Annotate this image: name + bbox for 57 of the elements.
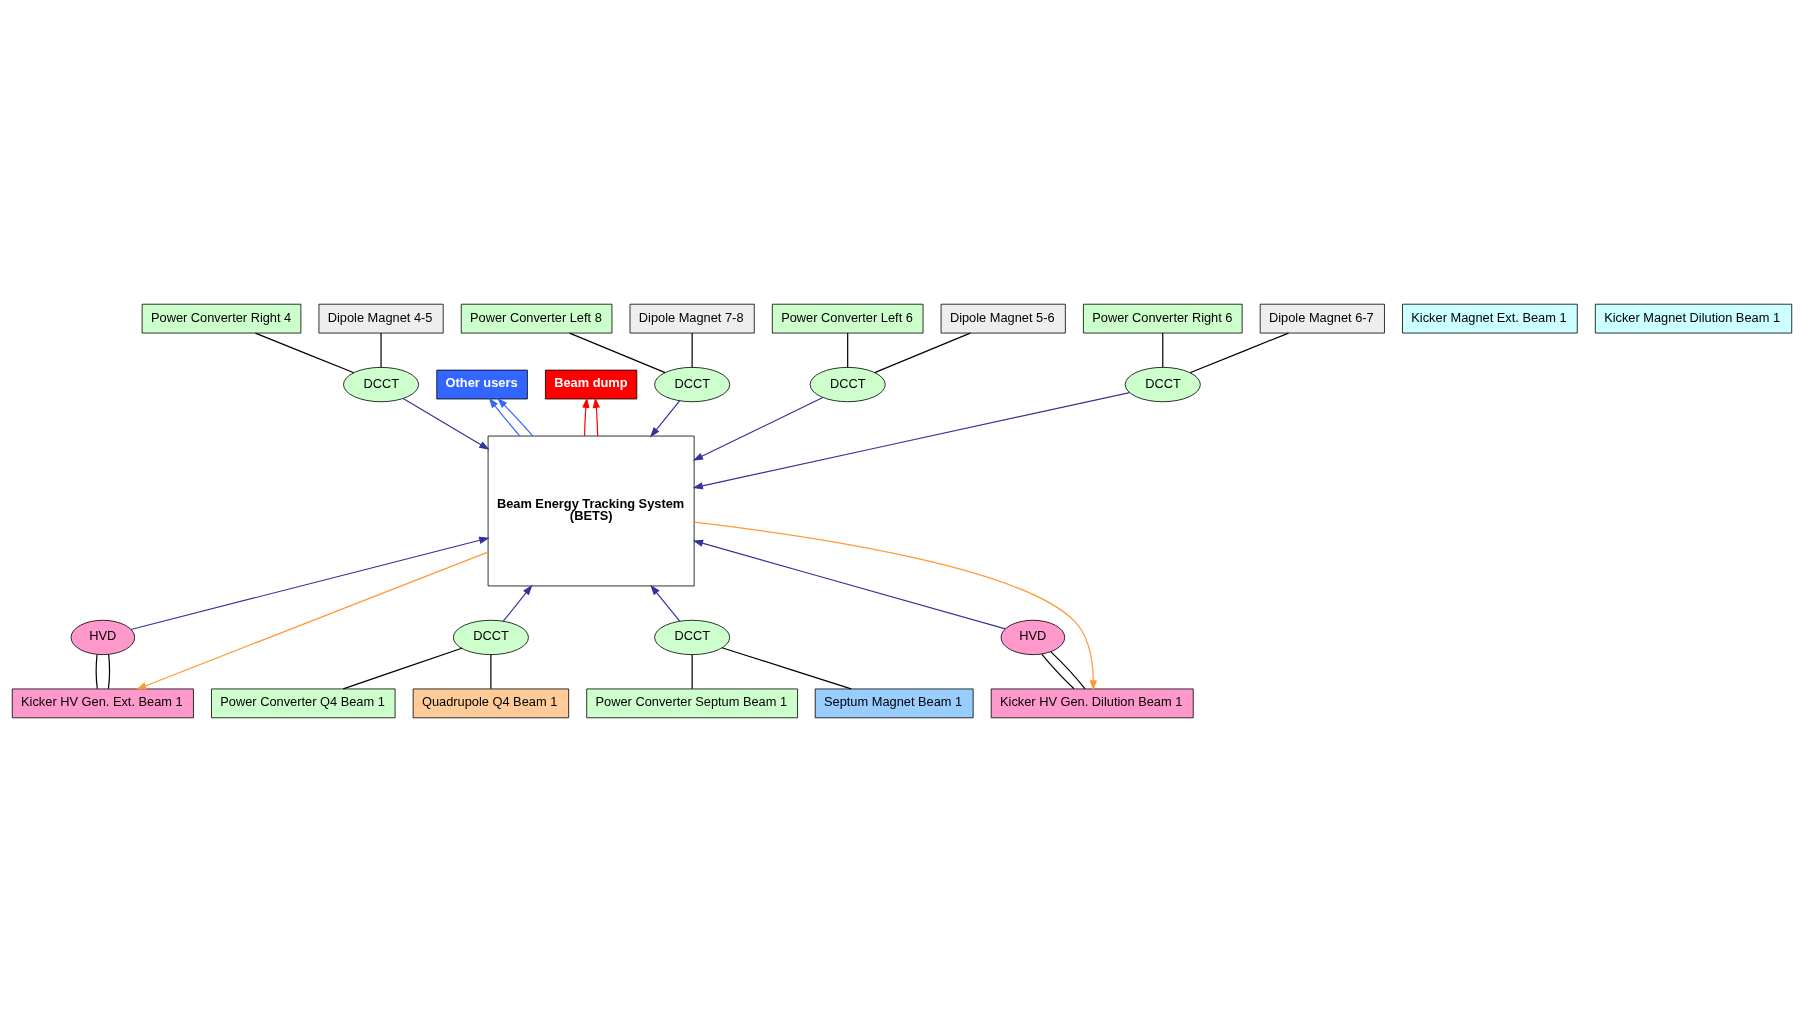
connector xyxy=(95,653,98,689)
node-box: Power Converter Left 6 xyxy=(771,303,924,333)
node-box: Power Converter Q4 Beam 1 xyxy=(211,688,396,718)
arrow xyxy=(136,551,489,690)
node-box: Kicker HV Gen. Ext. Beam 1 xyxy=(11,688,194,718)
node-box: Power Converter Septum Beam 1 xyxy=(586,688,798,718)
node-box: Kicker Magnet Dilution Beam 1 xyxy=(1594,303,1793,333)
node-ellipse: DCCT xyxy=(452,619,529,655)
connector xyxy=(691,331,693,368)
node-ellipse: DCCT xyxy=(1124,366,1201,402)
connector xyxy=(569,331,666,373)
node-box: Dipole Magnet 4-5 xyxy=(318,303,444,333)
connector xyxy=(254,331,355,373)
connector xyxy=(380,331,382,368)
arrow xyxy=(130,536,490,630)
arrow xyxy=(692,396,824,461)
arrow xyxy=(650,399,681,437)
node-box: Dipole Magnet 7-8 xyxy=(629,303,755,333)
connector xyxy=(1189,331,1290,373)
arrow xyxy=(592,396,600,436)
connector xyxy=(490,653,492,689)
node-ellipse: HVD xyxy=(70,619,136,655)
node-box: Dipole Magnet 6-7 xyxy=(1259,303,1385,333)
node-ellipse: DCCT xyxy=(343,366,419,402)
connector xyxy=(1162,331,1164,368)
node-box: Power Converter Right 6 xyxy=(1083,303,1243,333)
arrow xyxy=(582,396,590,436)
connector xyxy=(1041,653,1075,689)
connector xyxy=(342,647,463,689)
connector xyxy=(874,331,971,373)
arrow xyxy=(502,584,533,622)
node-ellipse: HVD xyxy=(1000,619,1066,655)
connector xyxy=(107,653,111,689)
arrow xyxy=(692,539,1006,629)
arrow xyxy=(650,584,681,622)
arrow xyxy=(488,397,521,436)
arrow xyxy=(692,391,1131,489)
node-ellipse: DCCT xyxy=(654,619,731,655)
arrow xyxy=(497,397,534,436)
node-box: Kicker Magnet Ext. Beam 1 xyxy=(1402,303,1578,333)
node-box: Kicker HV Gen. Dilution Beam 1 xyxy=(990,688,1194,718)
node-box: Beam Energy Tracking System (BETS) xyxy=(487,435,695,586)
node-ellipse: DCCT xyxy=(809,366,886,402)
node-box: Beam dump xyxy=(545,369,638,399)
connector xyxy=(691,653,693,689)
node-box: Quadrupole Q4 Beam 1 xyxy=(412,688,570,718)
connector xyxy=(721,646,852,689)
arrow xyxy=(402,397,490,450)
connector xyxy=(1050,650,1086,689)
arrow xyxy=(693,521,1097,691)
node-ellipse: DCCT xyxy=(654,366,731,402)
node-box: Dipole Magnet 5-6 xyxy=(940,303,1066,333)
node-box: Other users xyxy=(436,369,528,399)
node-box: Septum Magnet Beam 1 xyxy=(814,688,974,718)
node-box: Power Converter Right 4 xyxy=(141,303,302,333)
connector xyxy=(847,331,849,368)
node-box: Power Converter Left 8 xyxy=(460,303,613,333)
